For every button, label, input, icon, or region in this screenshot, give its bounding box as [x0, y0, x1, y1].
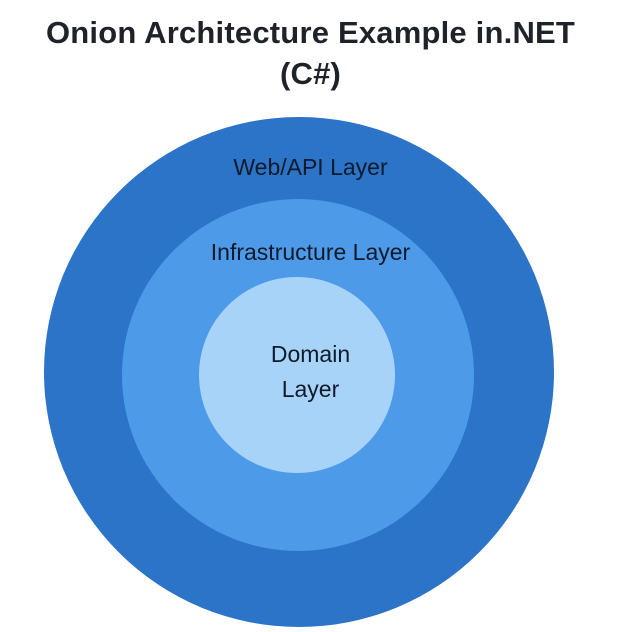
layer-label-domain: Domain Layer [270, 341, 351, 402]
layer-label-infrastructure: Infrastructure Layer [210, 239, 411, 265]
page-title-line1: Onion Architecture Example in.NET [45, 15, 576, 50]
page-title: Onion Architecture Example in.NET (C#) [0, 12, 621, 94]
layer-circle-domain [199, 277, 395, 473]
page-title-line2: (C#) [279, 56, 342, 91]
layer-label-web-api: Web/API Layer [233, 154, 388, 180]
